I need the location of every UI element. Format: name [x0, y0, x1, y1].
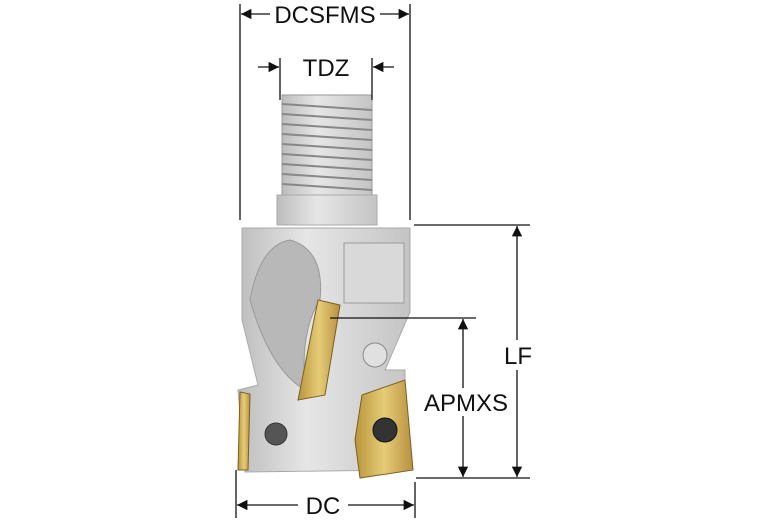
insert-upper [297, 299, 341, 401]
label-dc: DC [306, 493, 341, 520]
cutter-tool [237, 94, 414, 479]
neck [276, 194, 378, 226]
label-lf: LF [504, 343, 532, 370]
label-apmxs: APMXS [424, 390, 508, 417]
label-dcsfms: DCSFMS [274, 2, 375, 29]
threaded-shank [281, 94, 373, 198]
insert-left [237, 391, 251, 471]
insert-screw-icon [372, 417, 398, 443]
label-tdz: TDZ [303, 55, 350, 82]
screw-upper [362, 342, 388, 368]
flat-pad [343, 242, 405, 304]
screw-lower [264, 422, 288, 446]
